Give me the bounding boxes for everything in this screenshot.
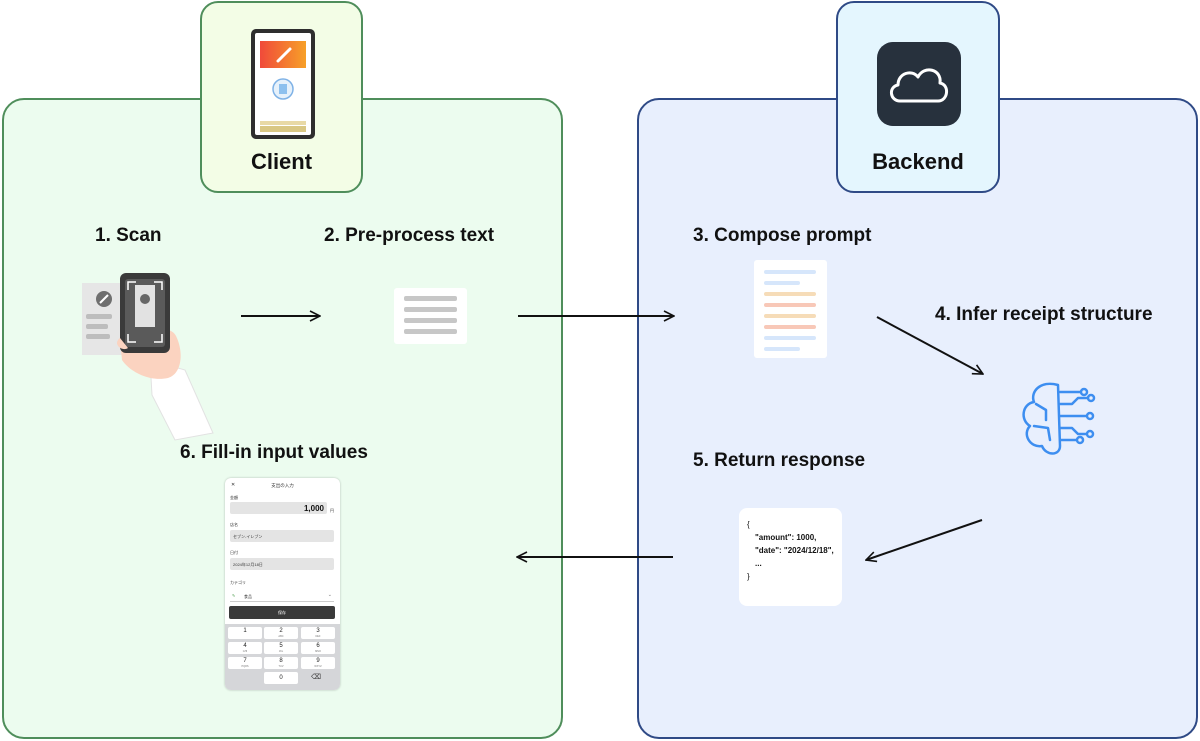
chevron-down-icon: ⌄ xyxy=(327,592,332,598)
save-button-label: 保存 xyxy=(278,610,286,615)
key-0[interactable]: 0 xyxy=(264,672,298,684)
json-ellipsis-line: ... xyxy=(755,559,762,568)
amount-input[interactable]: 1,000 xyxy=(230,502,327,514)
backend-title: Backend xyxy=(872,149,964,174)
amount-label: 金額 xyxy=(230,495,238,500)
backend-tab: Backend xyxy=(836,1,1000,193)
ai-brain-icon xyxy=(1022,382,1096,455)
date-value: 2024年12月18日 xyxy=(233,562,263,567)
step-preprocess-label: 2. Pre-process text xyxy=(324,225,495,246)
arrow-compose-to-infer xyxy=(876,316,983,375)
phone-app-icon xyxy=(251,29,315,139)
step-scan-label: 1. Scan xyxy=(95,225,162,246)
json-close: } xyxy=(747,572,750,581)
step-infer-label: 4. Infer receipt structure xyxy=(935,304,1153,325)
amount-value: 1,000 xyxy=(303,504,324,513)
currency-label: 円 xyxy=(330,508,334,513)
category-select[interactable]: ✎ 食品 ⌄ xyxy=(230,591,334,602)
category-value: 食品 xyxy=(244,594,252,599)
key-1[interactable]: 1 xyxy=(228,627,262,639)
text-document-icon xyxy=(394,288,467,344)
category-label: カテゴリ xyxy=(230,580,246,585)
json-response-card: { "amount": 1000, "date": "2024/12/18", … xyxy=(739,508,842,606)
date-input[interactable]: 2024年12月18日 xyxy=(230,558,334,570)
step-fill-label: 6. Fill-in input values xyxy=(180,442,368,463)
json-date-line: "date": "2024/12/18", xyxy=(755,546,834,555)
scan-hand-icon xyxy=(82,273,214,441)
store-input[interactable]: セブン-イレブン xyxy=(230,530,334,542)
expense-input-form: ✕ 支出の入力 金額 1,000 円 店名 セブン-イレブン 日付 2024年1… xyxy=(225,478,340,690)
json-amount-line: "amount": 1000, xyxy=(755,533,817,542)
store-value: セブン-イレブン xyxy=(233,534,263,539)
client-title: Client xyxy=(250,149,313,174)
close-icon[interactable]: ✕ xyxy=(231,482,236,488)
save-button[interactable]: 保存 xyxy=(229,606,335,619)
json-open: { xyxy=(747,520,750,529)
client-tab: Client xyxy=(200,1,363,193)
prompt-document-icon xyxy=(754,260,827,358)
backend-panel xyxy=(637,98,1198,739)
arrow-infer-to-return xyxy=(866,519,983,560)
date-label: 日付 xyxy=(230,550,238,555)
backspace-icon[interactable]: ⌫ xyxy=(311,674,321,681)
step-return-label: 5. Return response xyxy=(693,450,866,471)
category-icon: ✎ xyxy=(232,593,236,598)
step-compose-label: 3. Compose prompt xyxy=(693,225,872,246)
form-title: 支出の入力 xyxy=(271,483,294,488)
store-label: 店名 xyxy=(230,522,238,527)
cloud-icon xyxy=(877,42,961,126)
